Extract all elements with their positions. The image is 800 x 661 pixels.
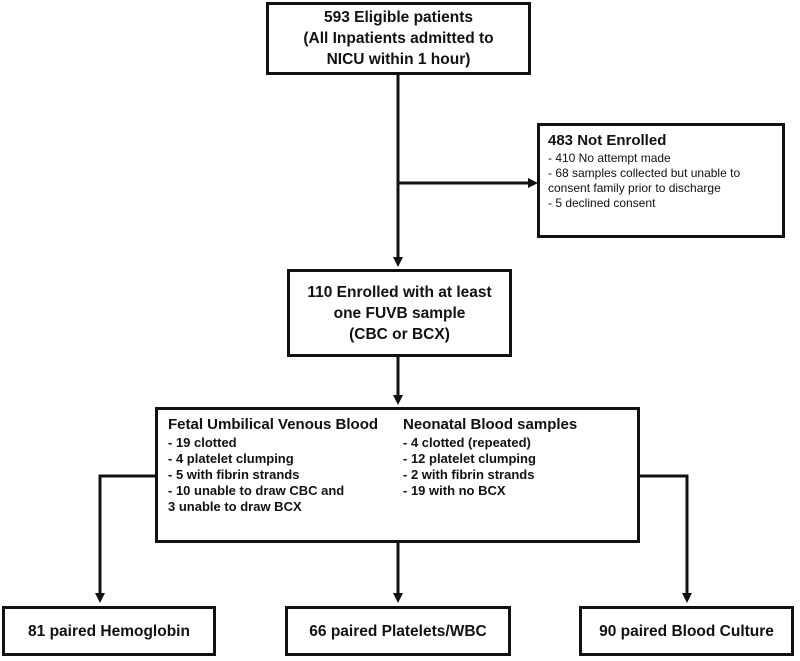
fuvb-column: Fetal Umbilical Venous Blood - 19 clotte… — [168, 416, 378, 515]
not-enrolled-item: - 410 No attempt made — [548, 151, 671, 165]
not-enrolled-box: 483 Not Enrolled - 410 No attempt made -… — [537, 123, 785, 238]
not-enrolled-item: consent family prior to discharge — [548, 181, 721, 195]
hemoglobin-box: 81 paired Hemoglobin — [2, 606, 216, 656]
fuvb-item: - 10 unable to draw CBC and — [168, 483, 345, 498]
hemoglobin-label: 81 paired Hemoglobin — [28, 622, 190, 640]
enrolled-line-1: 110 Enrolled with at least — [307, 283, 492, 301]
neonatal-item: - 4 clotted (repeated) — [403, 435, 531, 450]
eligible-line-1: 593 Eligible patients — [323, 9, 474, 26]
platelets-box: 66 paired Platelets/WBC — [285, 606, 511, 656]
fuvb-item: 3 unable to draw BCX — [168, 499, 302, 514]
fuvb-item: - 4 platelet clumping — [168, 451, 294, 466]
neonatal-column: Neonatal Blood samples - 4 clotted (repe… — [403, 416, 577, 499]
not-enrolled-title: 483 Not Enrolled — [548, 132, 667, 149]
eligible-line-2: (All Inpatients admitted to — [303, 30, 494, 47]
culture-label: 90 paired Blood Culture — [599, 622, 774, 640]
neonatal-item: - 12 platelet clumping — [403, 451, 536, 466]
eligible-box: 593 Eligible patients (All Inpatients ad… — [266, 2, 531, 75]
eligible-line-3: NICU within 1 hour) — [326, 51, 471, 68]
neonatal-item: - 2 with fibrin strands — [403, 467, 535, 482]
neonatal-title: Neonatal Blood samples — [403, 416, 578, 433]
culture-box: 90 paired Blood Culture — [579, 606, 794, 656]
fuvb-title: Fetal Umbilical Venous Blood — [168, 416, 379, 433]
fuvb-item: - 5 with fibrin strands — [168, 467, 300, 482]
exclusions-box: Fetal Umbilical Venous Blood - 19 clotte… — [155, 407, 640, 543]
not-enrolled-item: - 5 declined consent — [548, 196, 656, 210]
fuvb-item: - 19 clotted — [168, 435, 237, 450]
not-enrolled-item: - 68 samples collected but unable to — [548, 166, 741, 180]
enrolled-box: 110 Enrolled with at least one FUVB samp… — [287, 269, 512, 357]
platelets-label: 66 paired Platelets/WBC — [309, 622, 487, 640]
enrolled-line-2: one FUVB sample — [333, 304, 466, 322]
enrolled-line-3: (CBC or BCX) — [349, 325, 450, 343]
arrow-to-culture — [638, 474, 692, 603]
neonatal-item: - 19 with no BCX — [403, 483, 506, 498]
arrow-to-hemoglobin — [95, 474, 155, 603]
